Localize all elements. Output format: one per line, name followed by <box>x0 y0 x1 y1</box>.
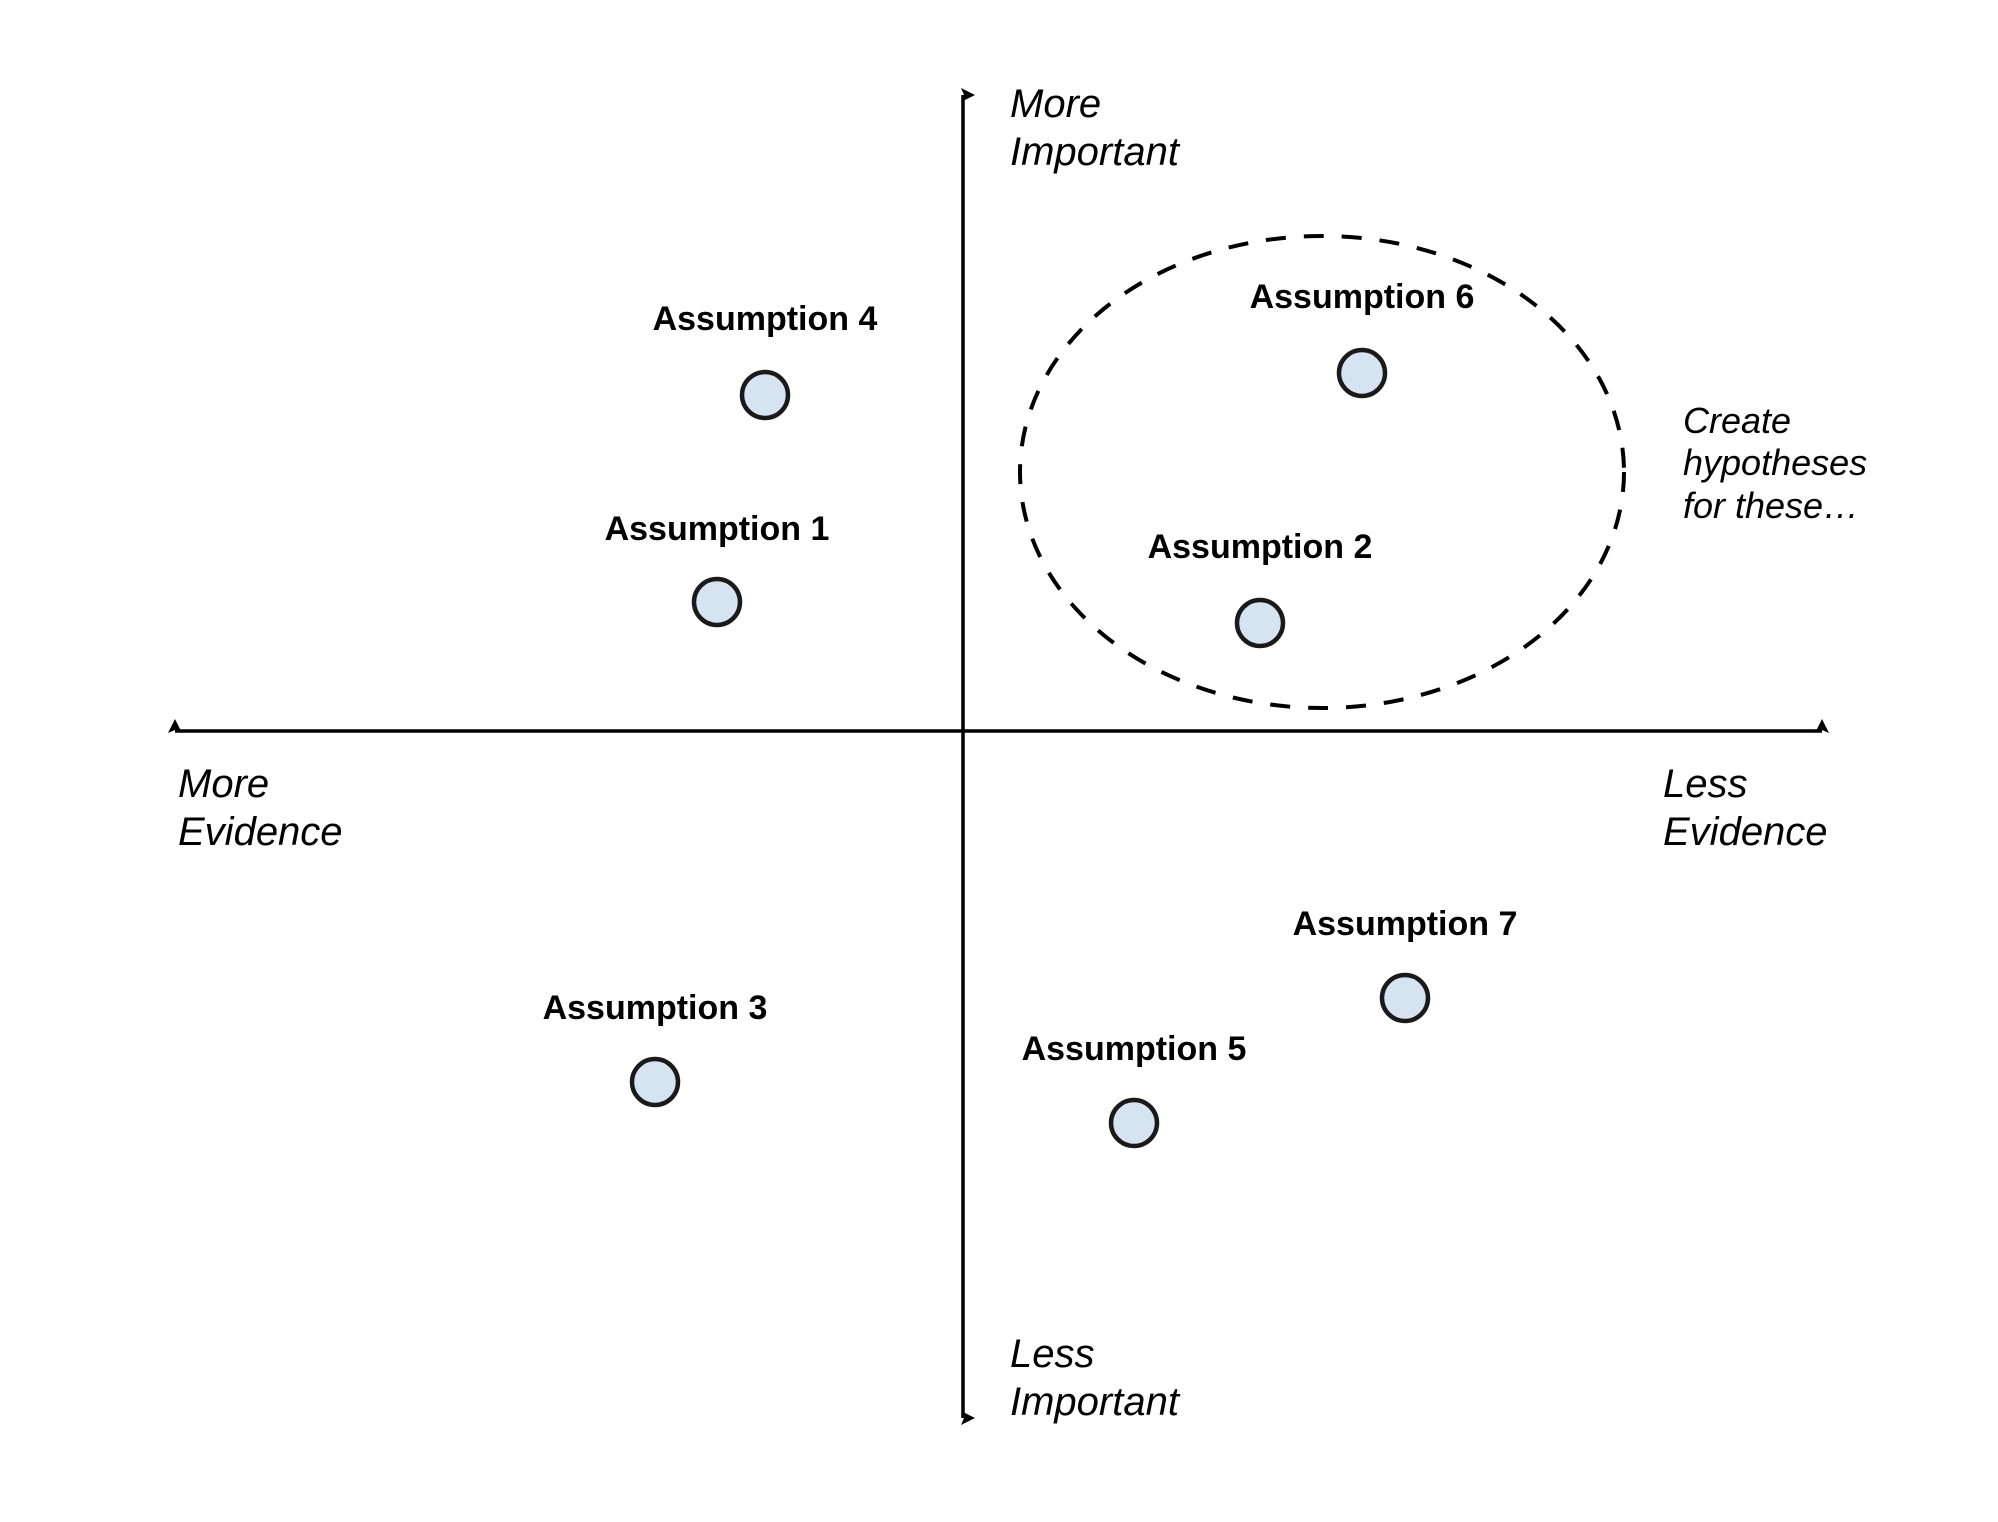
axis-label-less-important: Less Important <box>1010 1332 1179 1424</box>
data-point-label-assumption-7: Assumption 7 <box>1292 905 1518 943</box>
create-hypotheses-annotation: Create hypotheses for these… <box>1683 400 1868 526</box>
data-point-marker-assumption-7[interactable] <box>1379 972 1431 1024</box>
data-point-label-assumption-1: Assumption 1 <box>604 510 830 548</box>
data-point-marker-assumption-1[interactable] <box>691 576 743 628</box>
axis-label-less-evidence: Less Evidence <box>1663 762 1828 854</box>
data-point-marker-assumption-2[interactable] <box>1234 597 1286 649</box>
highlight-ellipse <box>1018 234 1626 710</box>
data-point-label-assumption-4: Assumption 4 <box>652 300 878 338</box>
data-point-label-assumption-5: Assumption 5 <box>1021 1030 1247 1068</box>
data-point-label-assumption-3: Assumption 3 <box>542 989 768 1027</box>
data-point-label-assumption-2: Assumption 2 <box>1147 528 1373 566</box>
axis-label-more-important: More Important <box>1010 82 1179 174</box>
axis-label-more-evidence: More Evidence <box>178 762 343 854</box>
data-point-marker-assumption-4[interactable] <box>739 369 791 421</box>
data-point-marker-assumption-6[interactable] <box>1336 347 1388 399</box>
data-point-marker-assumption-5[interactable] <box>1108 1097 1160 1149</box>
data-point-marker-assumption-3[interactable] <box>629 1056 681 1108</box>
data-point-label-assumption-6: Assumption 6 <box>1249 278 1475 316</box>
